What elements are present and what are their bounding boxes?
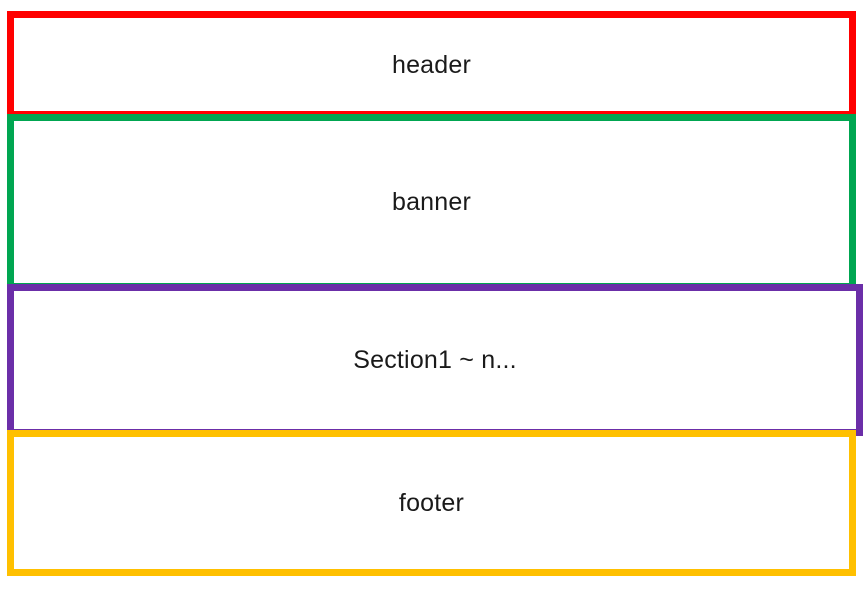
region-header-label: header: [391, 50, 472, 79]
region-sections[interactable]: Section1 ~ n...: [7, 284, 863, 436]
region-footer-label: footer: [398, 489, 465, 517]
region-header[interactable]: header: [7, 11, 856, 118]
region-banner[interactable]: banner: [7, 114, 856, 290]
region-footer[interactable]: footer: [7, 430, 856, 576]
region-banner-label: banner: [391, 188, 472, 216]
region-sections-label: Section1 ~ n...: [353, 346, 517, 374]
